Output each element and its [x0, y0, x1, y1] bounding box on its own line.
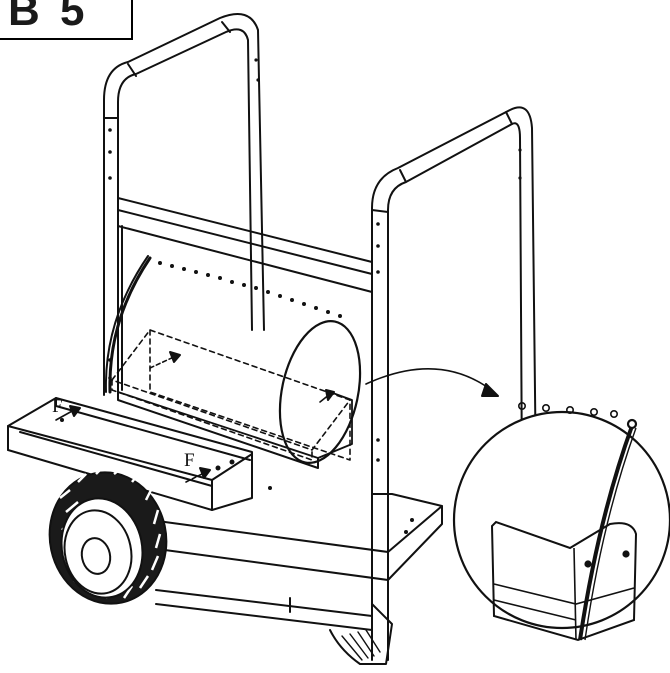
frame-tube-front-right: [371, 106, 537, 661]
rack-tray: [117, 391, 353, 459]
bottom-base: [149, 493, 443, 581]
wheel: [48, 465, 168, 605]
curved-rod: [108, 256, 152, 394]
bottom-cross-tube: [155, 589, 373, 631]
step-badge: B 5: [0, 0, 133, 40]
fastener-label-right: F: [184, 450, 195, 471]
foot: [329, 603, 393, 665]
step-label: B 5: [8, 0, 89, 35]
frame-tube-back-left: [103, 13, 265, 396]
detail-rack-end: [490, 520, 638, 642]
back-panel: [121, 225, 373, 491]
header-bar: [117, 197, 373, 293]
detail-rod: [578, 425, 634, 641]
fastener-label-left: F: [52, 396, 63, 417]
detail-highlight-circle: [278, 320, 362, 464]
detail-callout: [452, 401, 670, 642]
